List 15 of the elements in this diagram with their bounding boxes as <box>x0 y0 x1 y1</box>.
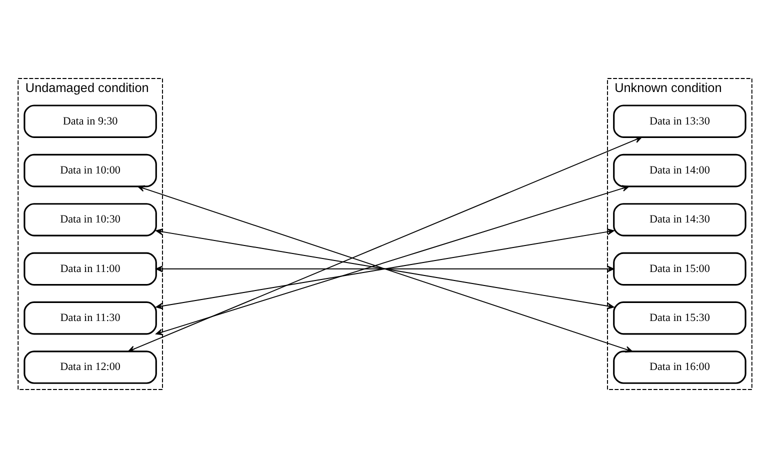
node-box: Data in 15:00 <box>613 252 746 286</box>
node-box: Data in 16:00 <box>613 350 746 384</box>
node-box: Data in 15:30 <box>613 301 746 335</box>
node-box: Data in 13:30 <box>613 104 746 138</box>
arrow <box>128 136 642 352</box>
node-box: Data in 11:30 <box>24 301 157 335</box>
node-box: Data in 10:30 <box>24 203 157 236</box>
node-box: Data in 12:00 <box>24 350 157 384</box>
node-box: Data in 9:30 <box>24 104 157 138</box>
node-box: Data in 14:30 <box>613 203 746 236</box>
node-box: Data in 14:00 <box>613 154 746 188</box>
arrow <box>156 266 614 272</box>
node-box: Data in 10:00 <box>24 154 157 188</box>
arrow <box>156 228 614 310</box>
node-box: Data in 11:00 <box>24 252 157 286</box>
